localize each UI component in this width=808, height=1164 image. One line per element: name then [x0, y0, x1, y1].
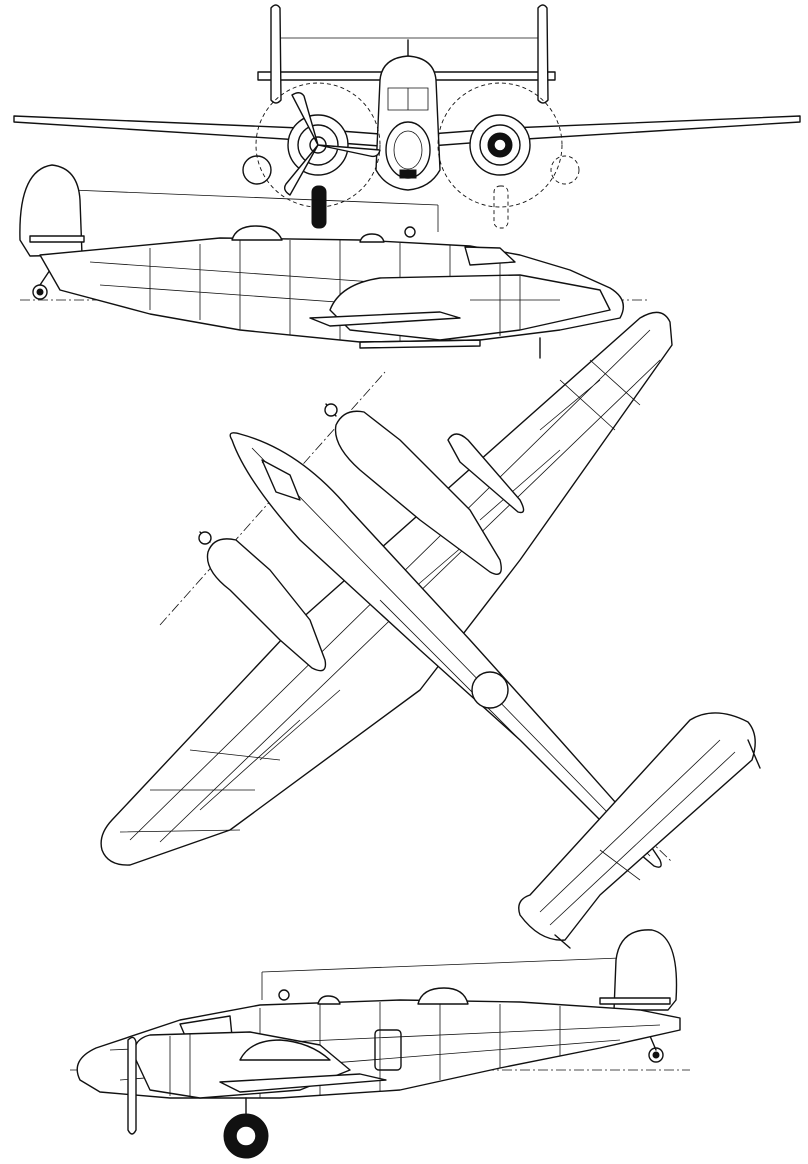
front-view [13, 4, 801, 229]
side-dorsal-turret [231, 225, 283, 241]
side-wing [309, 311, 461, 327]
plan-fuselage [229, 432, 662, 868]
side-right-wing [219, 1073, 387, 1093]
side-right-fin [613, 929, 678, 1011]
side-engine-nacelle [329, 274, 611, 341]
side-view-left [19, 164, 650, 359]
plan-view [100, 311, 761, 949]
plan-lower-engine-nacelle [206, 538, 327, 672]
plan-upper-engine-nacelle [334, 410, 502, 575]
side-view-right [70, 929, 690, 1159]
front-left-fin [270, 4, 282, 104]
plan-tailplane [518, 712, 756, 941]
front-tailplane [257, 71, 556, 81]
side-right-dorsal-turret [417, 987, 469, 1005]
front-left-propeller [283, 92, 381, 196]
plan-wing-tank [447, 433, 525, 514]
side-tailplane [29, 235, 85, 243]
front-fuselage [375, 55, 441, 191]
side-fin [19, 164, 83, 257]
front-left-gear [311, 185, 327, 229]
side-right-propeller [127, 1036, 137, 1135]
front-right-fin [537, 4, 549, 104]
